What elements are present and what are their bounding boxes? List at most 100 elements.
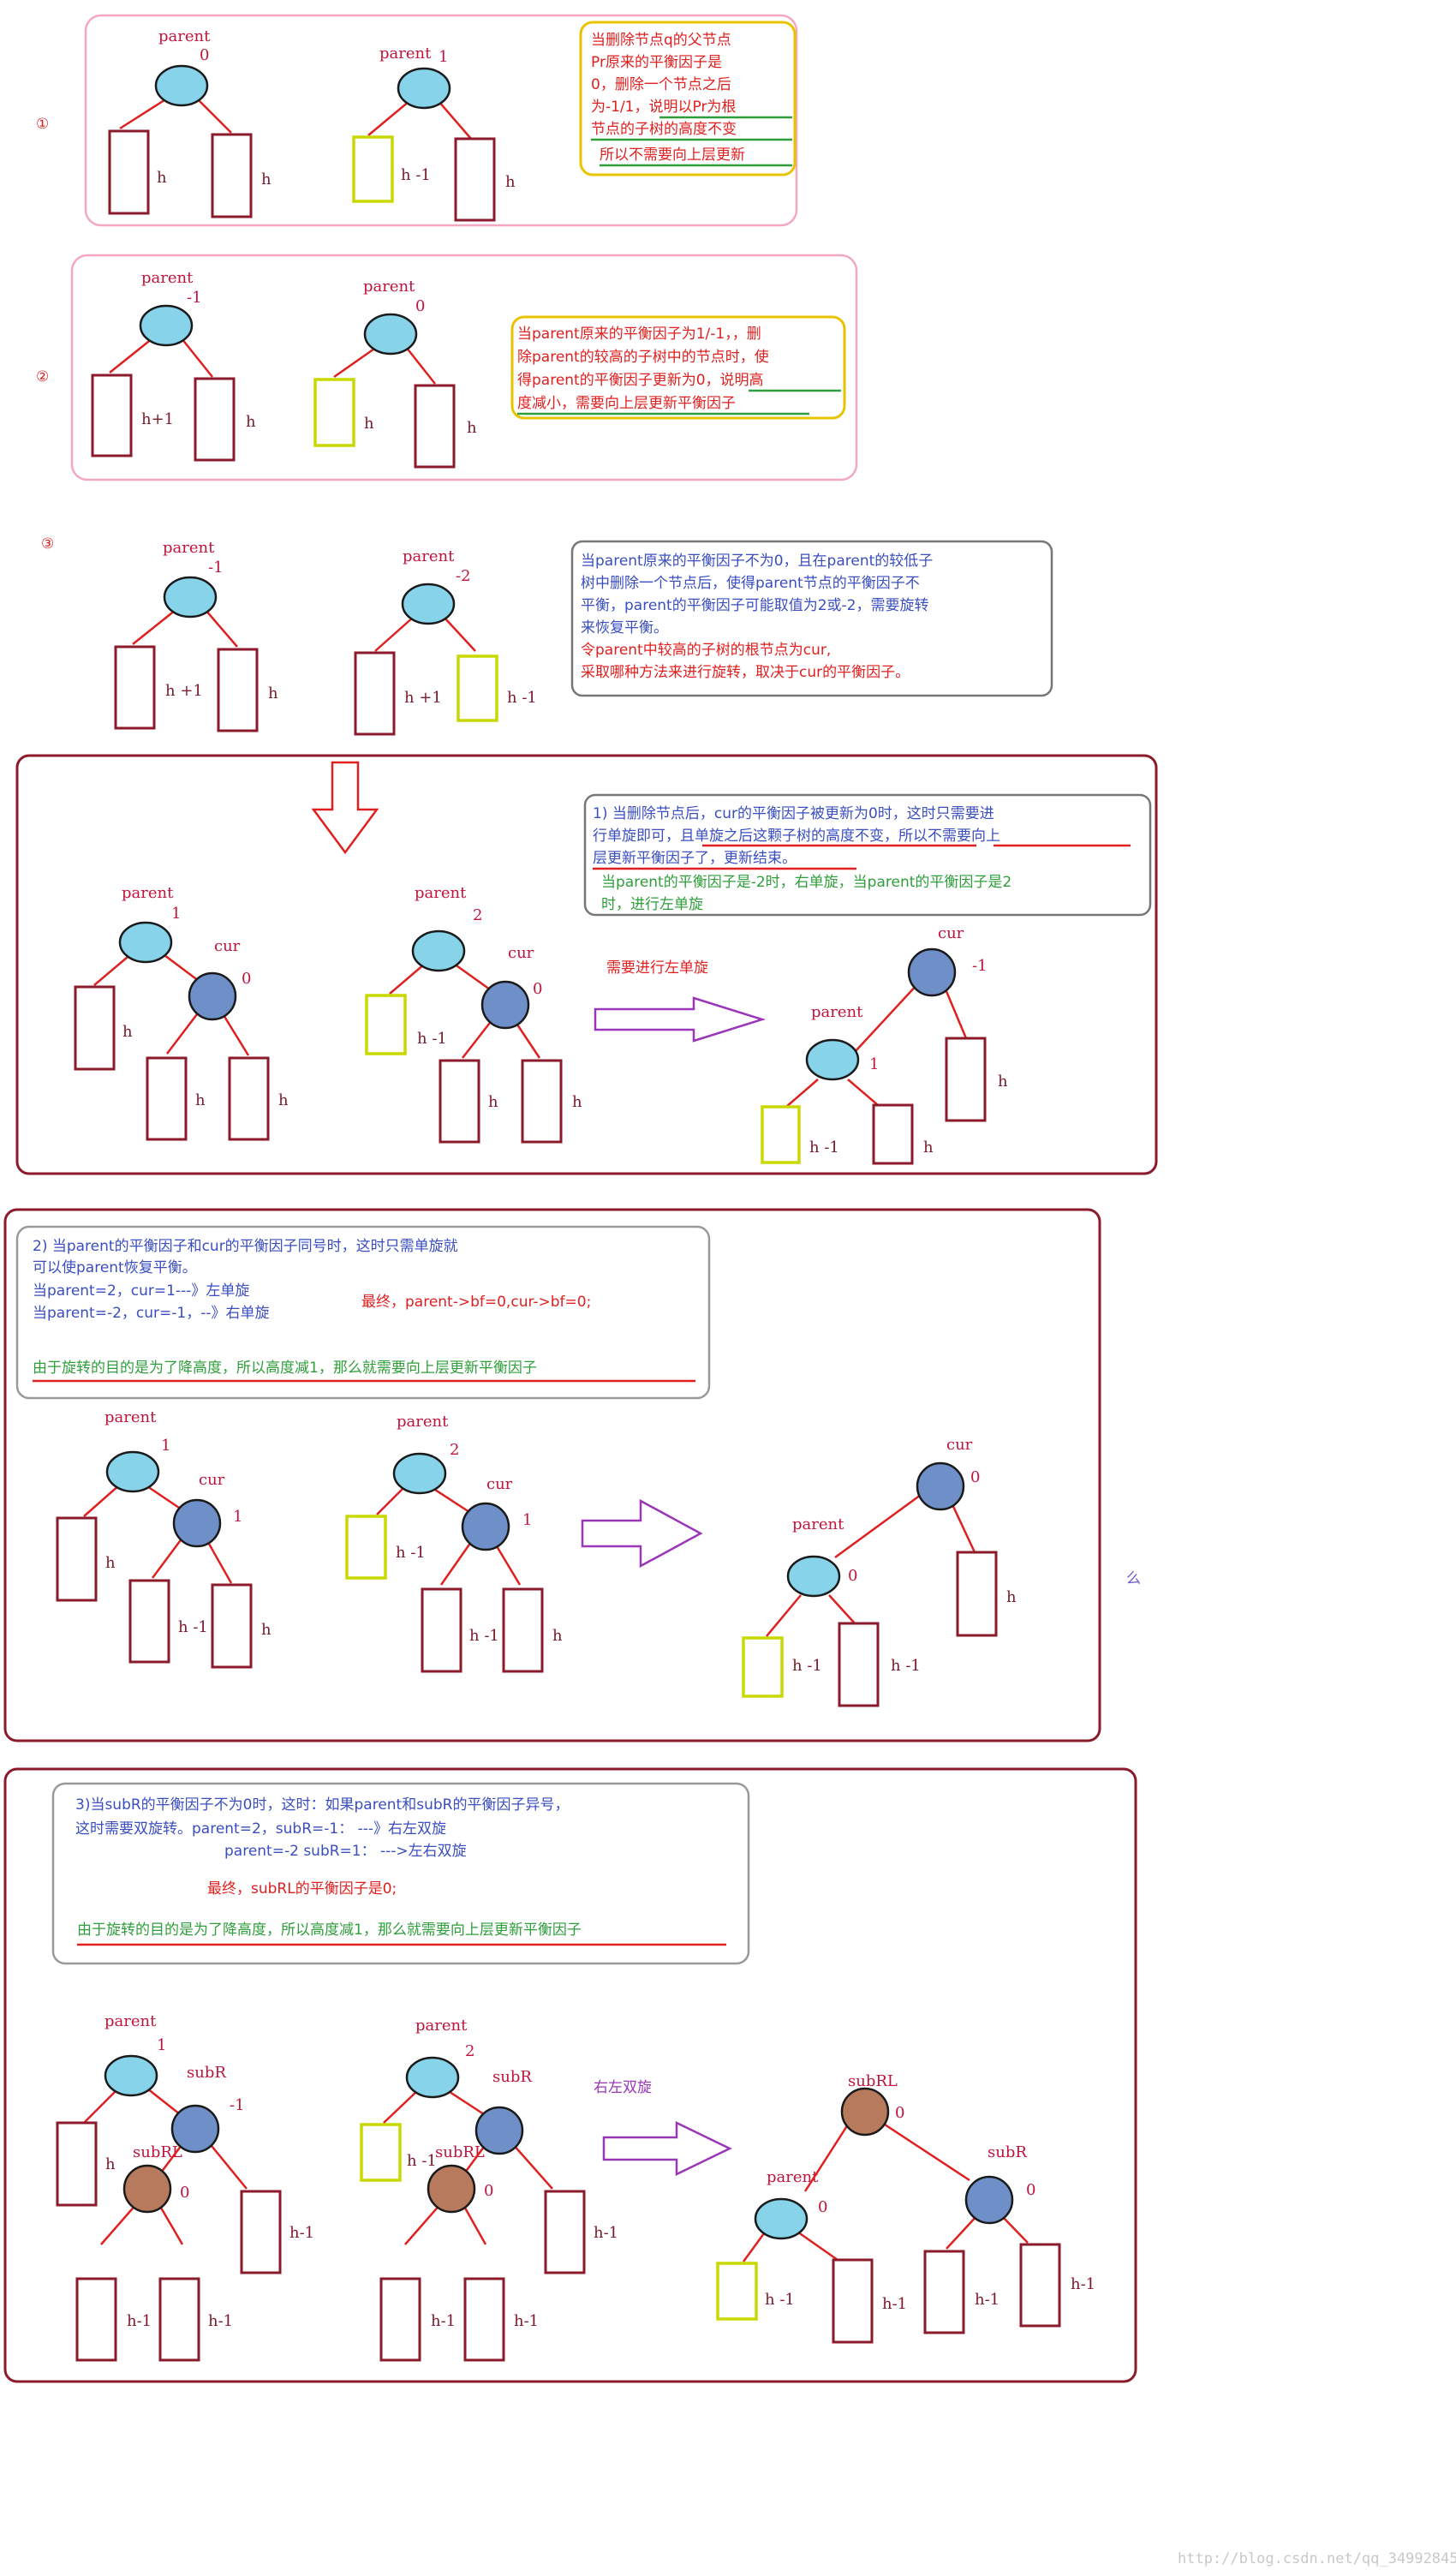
note-line: 令parent中较高的子树的根节点为cur, bbox=[581, 642, 831, 659]
height-label: h bbox=[105, 1554, 116, 1572]
panel-1-note: 当删除节点q的父节点 Pr原来的平衡因子是 0，删除一个节点之后 为-1/1，说… bbox=[579, 21, 797, 176]
balance-factor: 0 bbox=[970, 1468, 980, 1486]
balance-factor: 2 bbox=[473, 906, 482, 924]
edge bbox=[404, 2202, 442, 2245]
panel-3-note: 当parent原来的平衡因子不为0，且在parent的较低子 树中删除一个节点后… bbox=[570, 540, 1053, 697]
height-label: h bbox=[998, 1073, 1008, 1091]
parent-node bbox=[754, 2197, 809, 2240]
case-2-frame bbox=[3, 1208, 1101, 1742]
height-label: h bbox=[467, 419, 477, 437]
height-label: h bbox=[923, 1139, 934, 1156]
edge bbox=[742, 2229, 768, 2262]
cur-node bbox=[480, 980, 530, 1030]
edge bbox=[204, 1537, 233, 1584]
note-line: 1) 当删除节点后，cur的平衡因子被更新为0时，这时只需要进 bbox=[593, 805, 994, 822]
right-arrow-icon bbox=[594, 996, 767, 1043]
cur-label: cur bbox=[214, 937, 241, 955]
edge bbox=[946, 2214, 979, 2250]
height-label: h -1 bbox=[891, 1657, 921, 1675]
parent-label: parent bbox=[415, 884, 467, 902]
subtree-box bbox=[56, 2121, 98, 2207]
subRL-node bbox=[840, 2087, 890, 2137]
edge bbox=[766, 1594, 802, 1637]
edge bbox=[785, 1079, 819, 1108]
tree-left: parent -1 h +1 h bbox=[114, 539, 278, 732]
height-label: h -1 bbox=[401, 166, 431, 184]
edge bbox=[132, 609, 176, 645]
parent-label: parent bbox=[792, 1515, 844, 1533]
note-line: parent=-2 subR=1： --->左右双旋 bbox=[224, 1843, 467, 1860]
edge bbox=[405, 346, 436, 385]
balance-factor: 1 bbox=[161, 1437, 170, 1455]
height-label: h bbox=[488, 1093, 498, 1111]
panel-2-note: 当parent原来的平衡因子为1/-1，，删 除parent的较高的子树中的节点… bbox=[510, 315, 846, 420]
edge bbox=[446, 2089, 485, 2116]
subtree-box bbox=[114, 645, 156, 730]
balance-factor: -1 bbox=[972, 957, 988, 975]
note-line: 当删除节点q的父节点 bbox=[591, 32, 731, 49]
shortened-subtree-box bbox=[742, 1636, 784, 1698]
note-line: 3)当subR的平衡因子不为0时，这时：如果parent和subR的平衡因子异号… bbox=[75, 1796, 569, 1814]
parent-node bbox=[397, 67, 451, 110]
parent-node bbox=[401, 583, 456, 625]
balance-factor: 2 bbox=[465, 2042, 474, 2060]
note-line: 所以不需要向上层更新 bbox=[600, 146, 745, 164]
balance-factor: -1 bbox=[187, 289, 202, 307]
subtree-box bbox=[421, 1587, 462, 1673]
case-3-note: 3)当subR的平衡因子不为0时，这时：如果parent和subR的平衡因子异号… bbox=[51, 1782, 750, 1965]
edge bbox=[847, 1079, 879, 1106]
parent-label: parent bbox=[141, 269, 194, 287]
height-label: h -1 bbox=[809, 1139, 839, 1156]
height-label: h -1 bbox=[469, 1627, 499, 1645]
note-line: 当parent原来的平衡因子为1/-1，，删 bbox=[517, 326, 761, 343]
note-line: 0，删除一个节点之后 bbox=[591, 76, 731, 93]
cur-node bbox=[188, 971, 237, 1021]
balance-factor: 0 bbox=[848, 1567, 857, 1585]
parent-label: parent bbox=[379, 45, 432, 63]
cur-label: cur bbox=[199, 1471, 225, 1489]
height-label: h-1 bbox=[975, 2291, 1000, 2309]
edge bbox=[949, 1500, 976, 1553]
height-label: h bbox=[278, 1091, 289, 1109]
note-line: 度减小，需要向上层更新平衡因子 bbox=[517, 395, 736, 412]
parent-label: parent bbox=[403, 547, 455, 565]
subRL-node bbox=[122, 2164, 172, 2214]
case-3-frame bbox=[3, 1767, 1137, 2383]
note-line: 由于旋转的目的是为了降高度，所以高度减1，那么就需要向上层更新平衡因子 bbox=[77, 1922, 582, 1939]
height-label: h -1 bbox=[507, 689, 537, 707]
subtree-box bbox=[354, 651, 396, 736]
case-1-frame bbox=[15, 754, 1158, 1175]
parent-node bbox=[104, 2054, 158, 2097]
balance-factor: 0 bbox=[533, 980, 542, 998]
edge bbox=[333, 345, 378, 379]
edge bbox=[439, 1541, 473, 1586]
cur-label: cur bbox=[508, 944, 534, 962]
edge bbox=[512, 1019, 541, 1059]
edge bbox=[443, 616, 476, 652]
case-3-tree-before: parent 1 subR -1 subRL 0 h h-1 h-1 h-1 bbox=[56, 2012, 314, 2362]
edge bbox=[389, 963, 426, 995]
cur-node bbox=[461, 1502, 510, 1551]
case-3-tree-after-delete: parent 2 subR subRL 0 h -1 h-1 h-1 h-1 bbox=[360, 2017, 618, 2362]
panel-2: ② parent -1 h+1 h parent 0 h h 当parent原来… bbox=[36, 254, 858, 481]
height-label: h +1 bbox=[404, 689, 442, 707]
note-line: 时，进行左单旋 bbox=[601, 896, 703, 913]
edge bbox=[432, 1486, 470, 1514]
subtree-box bbox=[91, 374, 133, 457]
note-frame bbox=[570, 540, 1053, 697]
balance-factor: 1 bbox=[171, 905, 181, 923]
height-label: h -1 bbox=[765, 2291, 795, 2309]
height-label: h bbox=[268, 684, 278, 702]
edge bbox=[834, 1493, 922, 1559]
parent-node bbox=[105, 1450, 160, 1493]
note-frame bbox=[15, 1225, 711, 1400]
height-label: h+1 bbox=[141, 410, 174, 428]
parent-label: parent bbox=[122, 884, 174, 902]
note-line: 采取哪种方法来进行旋转，取决于cur的平衡因子。 bbox=[581, 664, 910, 681]
tree-right: parent -2 h +1 h -1 bbox=[354, 547, 537, 736]
parent-node bbox=[411, 929, 466, 972]
edge bbox=[383, 2089, 419, 2124]
height-label: h-1 bbox=[431, 2312, 456, 2330]
shortened-subtree-box bbox=[360, 2123, 402, 2182]
subR-label: subR bbox=[492, 2068, 532, 2086]
